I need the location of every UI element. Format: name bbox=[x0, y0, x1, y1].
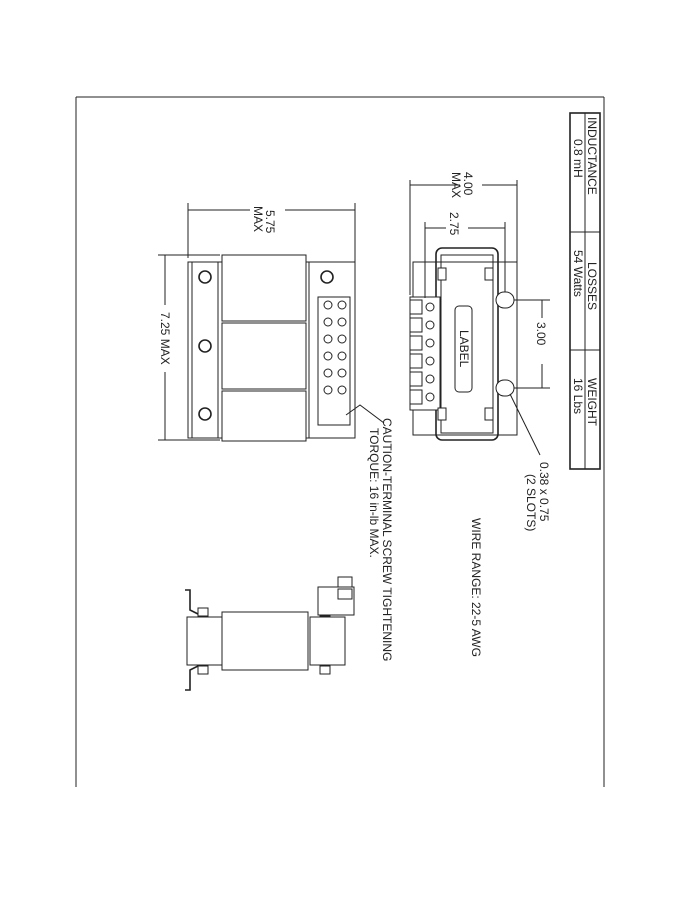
caution-note-line1: CAUTION-TERMINAL SCREW TIGHTENING bbox=[380, 418, 394, 661]
header-losses: LOSSES bbox=[585, 262, 599, 310]
caution-note-line2: TORQUE: 16 in-lb MAX. bbox=[367, 428, 381, 558]
label-plate-text: LABEL bbox=[457, 330, 471, 368]
mount-slot bbox=[495, 291, 515, 309]
wire-range-note: WIRE RANGE: 22-5 AWG bbox=[469, 518, 483, 657]
value-inductance: 0.8 mH bbox=[571, 139, 585, 178]
terminal-screws bbox=[323, 300, 347, 395]
drawing-frame bbox=[75, 96, 605, 787]
dim-width: 5.75 bbox=[263, 210, 277, 234]
dim-width-note: MAX bbox=[251, 206, 265, 232]
dim-slot-size: 0.38 x 0.75 bbox=[537, 462, 551, 522]
dim-mount-width: 2.75 bbox=[447, 212, 461, 236]
front-view: 5.75 MAX 7.25 MAX CAUTION-TERMINAL SCREW… bbox=[158, 203, 394, 661]
top-view: LABEL 4.00 MAX 2.75 3.00 0.38 x 0.75 bbox=[409, 172, 551, 657]
dim-slot-count: (2 SLOTS) bbox=[524, 474, 538, 531]
dim-height-note: MAX bbox=[449, 172, 463, 198]
header-inductance: INDUCTANCE bbox=[585, 117, 599, 195]
label-plate bbox=[454, 305, 473, 393]
terminal-row bbox=[409, 299, 435, 405]
dim-slot-spacing: 3.00 bbox=[534, 322, 548, 346]
dim-height: 4.00 bbox=[461, 172, 475, 196]
mount-slot bbox=[495, 379, 515, 397]
dim-length: 7.25 MAX bbox=[158, 312, 172, 365]
side-view bbox=[185, 576, 355, 691]
spec-table: INDUCTANCE 0.8 mH LOSSES 54 Watts WEIGHT… bbox=[569, 112, 601, 470]
header-weight: WEIGHT bbox=[585, 378, 599, 427]
value-weight: 16 Lbs bbox=[571, 378, 585, 414]
value-losses: 54 Watts bbox=[571, 250, 585, 297]
